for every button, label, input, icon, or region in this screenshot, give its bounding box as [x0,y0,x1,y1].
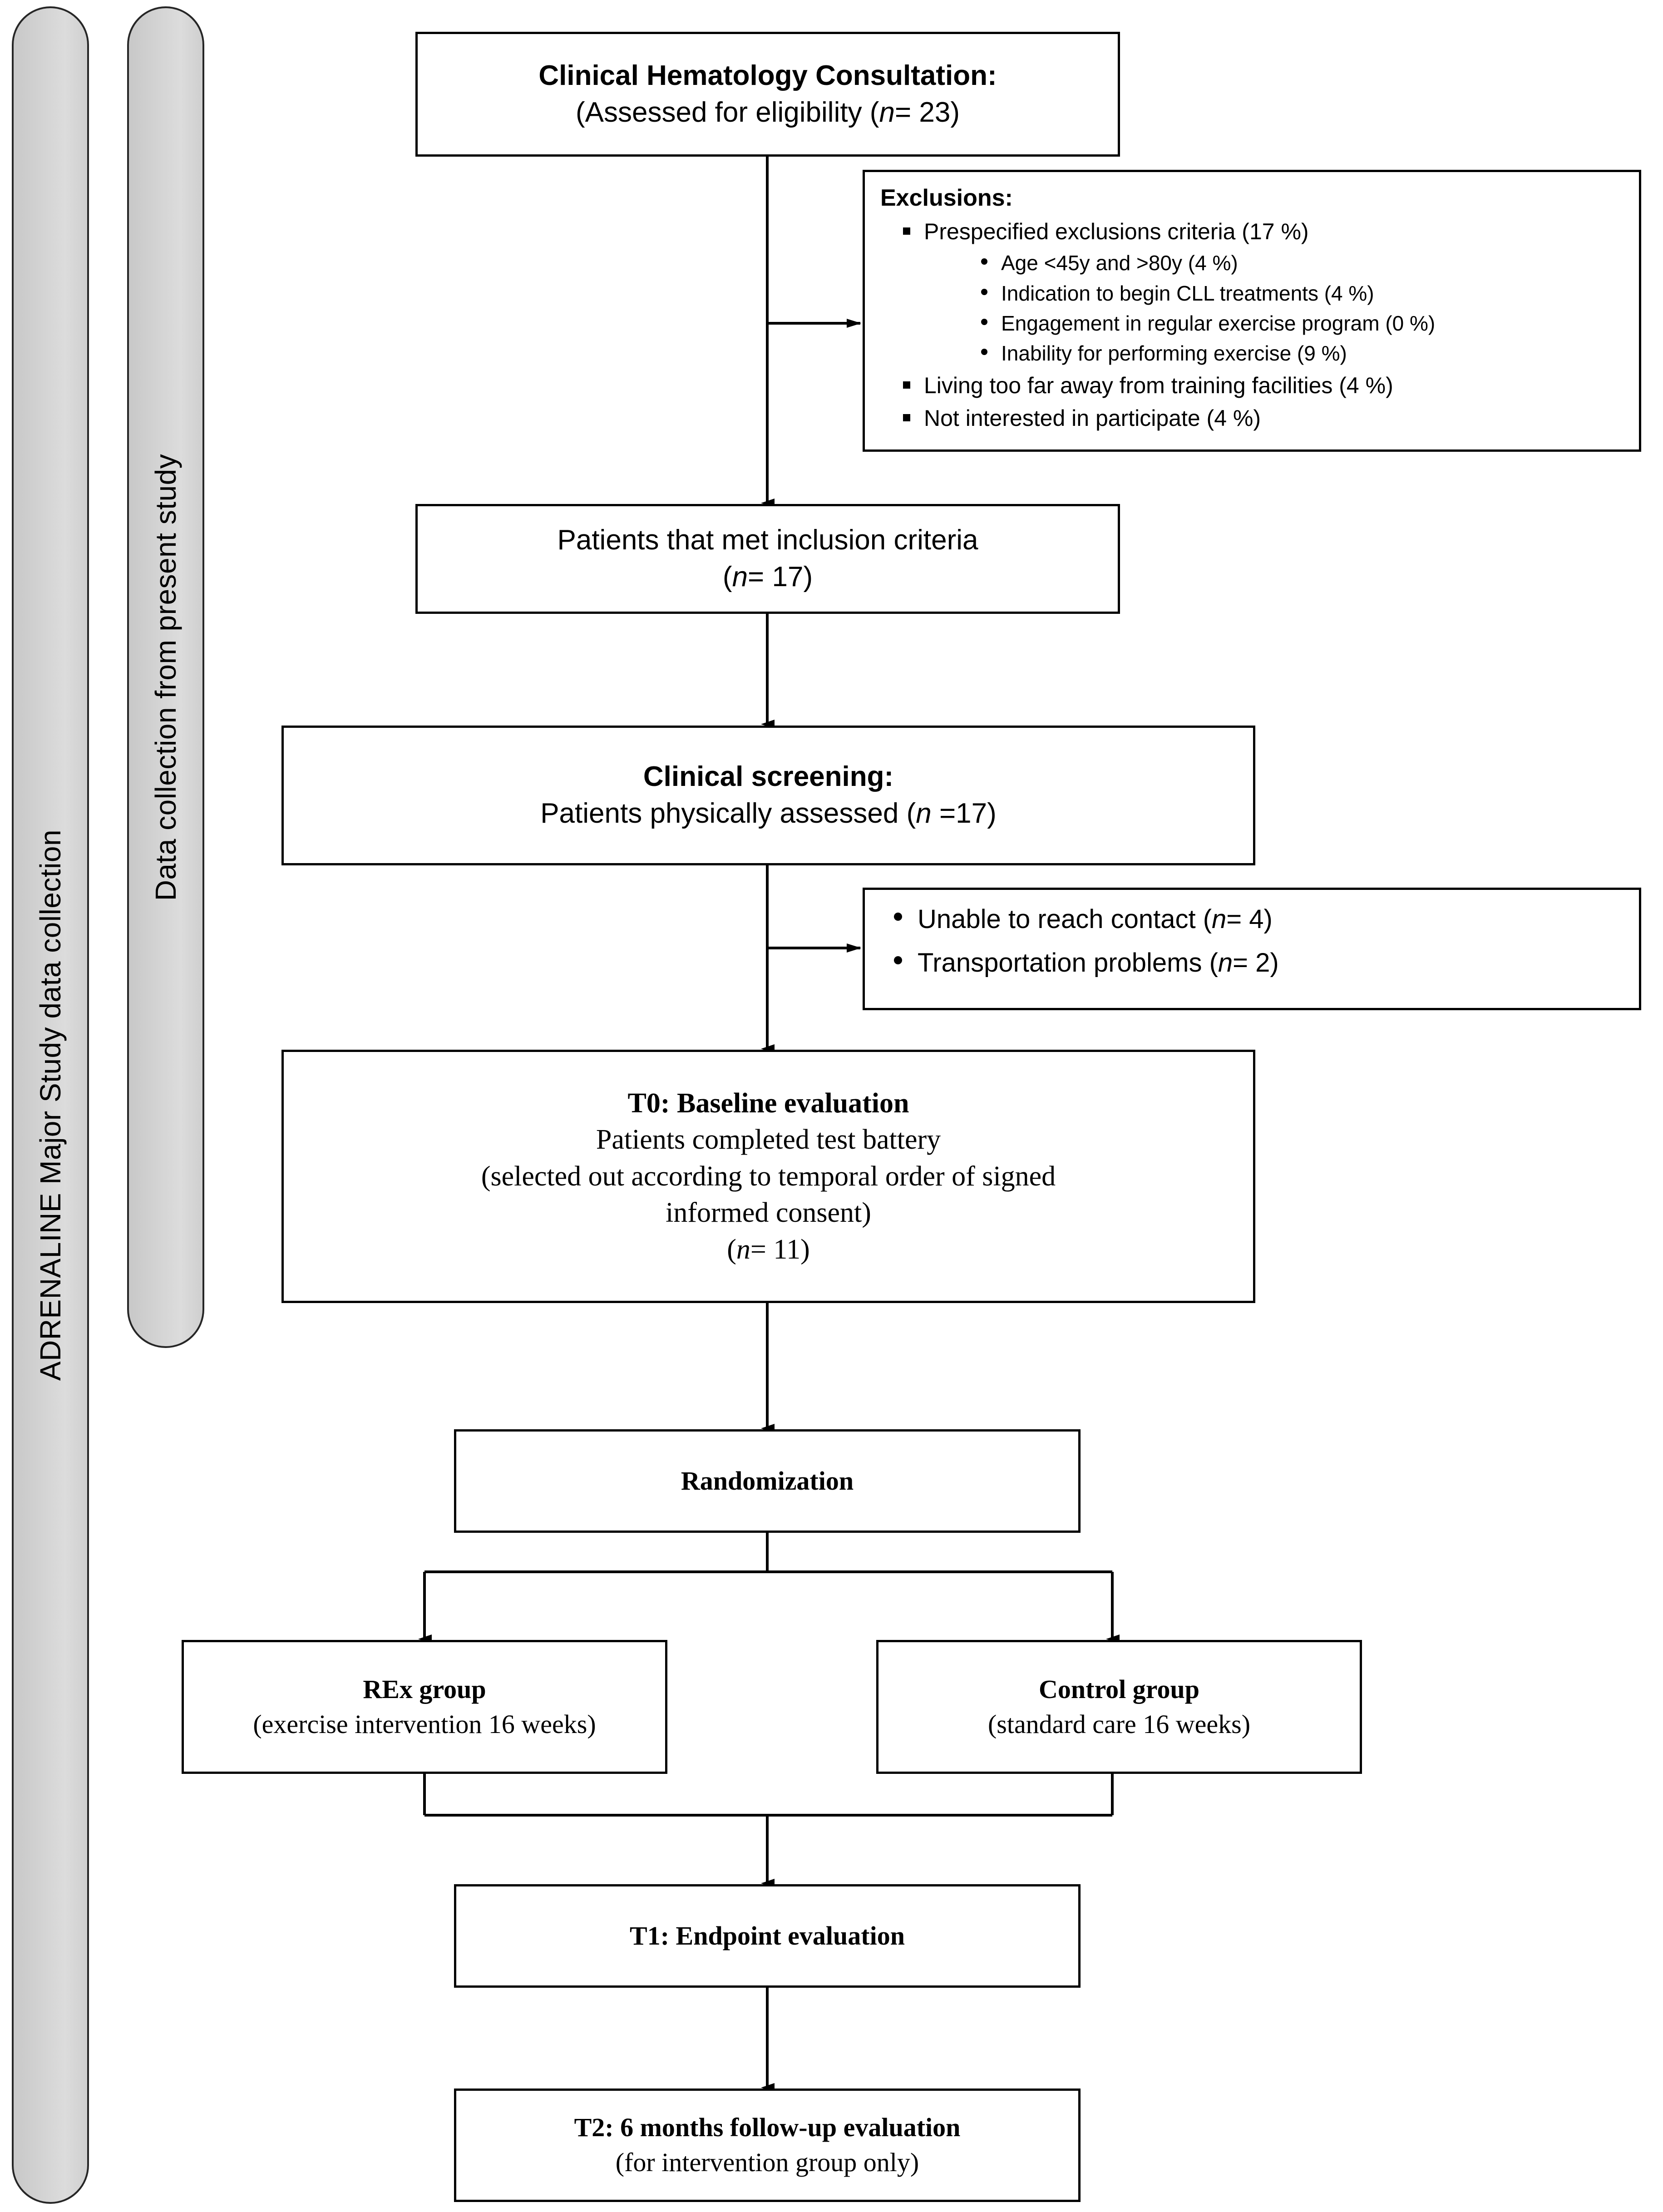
exclusion-item: Prespecified exclusions criteria (17 %) … [900,216,1435,368]
consultation-n-symbol: n [879,96,895,128]
rex-group-subtitle: (exercise intervention 16 weeks) [253,1709,596,1739]
exclusions-heading: Exclusions: [880,185,1013,211]
control-group-title: Control group [1039,1674,1199,1704]
consultation-subtitle: (Assessed for eligibility (n= 23) [426,94,1110,131]
dropout-n-value: = 2) [1233,948,1279,978]
baseline-title: T0: Baseline evaluation [627,1087,909,1119]
dropout-item-pre: Transportation problems ( [918,948,1218,978]
exclusion-item: Living too far away from training facili… [900,370,1435,401]
control-group-subtitle: (standard care 16 weeks) [987,1709,1251,1739]
exclusions-sublist: Age <45y and >80y (4 %) Indication to be… [924,248,1435,368]
box-endpoint-evaluation: T1: Endpoint evaluation [454,1884,1081,1988]
box-dropouts: Unable to reach contact (n= 4) Transport… [863,888,1641,1010]
baseline-line5-pre: ( [727,1234,736,1265]
box-rex-group: REx group (exercise intervention 16 week… [182,1640,667,1774]
dropout-item: Transportation problems (n= 2) [890,943,1279,983]
inclusion-n-symbol: n [732,561,748,592]
consultation-subtitle-pre: (Assessed for eligibility ( [576,96,879,128]
screening-line2: Patients physically assessed (n =17) [292,795,1245,832]
exclusion-subitem: Age <45y and >80y (4 %) [977,248,1435,278]
exclusion-subitem: Inability for performing exercise (9 %) [977,339,1435,368]
box-randomization: Randomization [454,1429,1081,1533]
rex-group-title: REx group [363,1674,486,1704]
screening-n-value: =17) [931,798,997,829]
phase-bar-adrenaline-label: ADRENALINE Major Study data collection [34,829,67,1381]
inclusion-n-value: = 17) [748,561,813,592]
baseline-n-value: = 11) [750,1234,810,1265]
box-baseline-evaluation: T0: Baseline evaluation Patients complet… [281,1050,1255,1303]
inclusion-line2-pre: ( [722,561,732,592]
exclusion-item-label: Prespecified exclusions criteria (17 %) [924,219,1309,245]
baseline-line4: informed consent) [666,1197,871,1229]
phase-bar-present-study: Data collection from present study [127,6,204,1348]
box-control-group: Control group (standard care 16 weeks) [876,1640,1362,1774]
screening-line2-pre: Patients physically assessed ( [540,798,916,829]
baseline-n-symbol: n [736,1234,750,1265]
box-clinical-hematology-consultation: Clinical Hematology Consultation: (Asses… [415,32,1120,157]
randomization-title: Randomization [681,1466,854,1496]
phase-bar-present-study-label: Data collection from present study [149,454,182,901]
box-inclusion-criteria: Patients that met inclusion criteria (n=… [415,504,1120,614]
dropout-item: Unable to reach contact (n= 4) [890,899,1279,940]
exclusion-subitem: Indication to begin CLL treatments (4 %) [977,279,1435,308]
baseline-line5: (n= 11) [292,1231,1245,1268]
screening-n-symbol: n [916,798,932,829]
baseline-line2: Patients completed test battery [596,1124,941,1155]
consultation-title: Clinical Hematology Consultation: [538,59,997,91]
dropout-n-symbol: n [1218,948,1233,978]
exclusions-list: Prespecified exclusions criteria (17 %) … [880,215,1435,434]
consultation-n-value: = 23) [894,96,960,128]
exclusion-item: Not interested in participate (4 %) [900,402,1435,434]
inclusion-line2: (n= 17) [426,559,1110,596]
phase-bar-adrenaline: ADRENALINE Major Study data collection [12,6,89,2204]
dropouts-list: Unable to reach contact (n= 4) Transport… [873,896,1279,986]
endpoint-title: T1: Endpoint evaluation [630,1921,905,1950]
inclusion-line1: Patients that met inclusion criteria [557,524,978,556]
exclusion-subitem: Engagement in regular exercise program (… [977,309,1435,338]
followup-title: T2: 6 months follow-up evaluation [574,2113,961,2143]
baseline-line3: (selected out according to temporal orde… [481,1160,1056,1192]
box-exclusions: Exclusions: Prespecified exclusions crit… [863,170,1641,452]
dropout-n-symbol: n [1212,904,1227,934]
dropout-n-value: = 4) [1226,904,1273,934]
screening-title: Clinical screening: [643,761,894,793]
box-clinical-screening: Clinical screening: Patients physically … [281,726,1255,865]
box-followup-evaluation: T2: 6 months follow-up evaluation (for i… [454,2089,1081,2202]
dropout-item-pre: Unable to reach contact ( [918,904,1212,934]
followup-subtitle: (for intervention group only) [615,2148,919,2177]
